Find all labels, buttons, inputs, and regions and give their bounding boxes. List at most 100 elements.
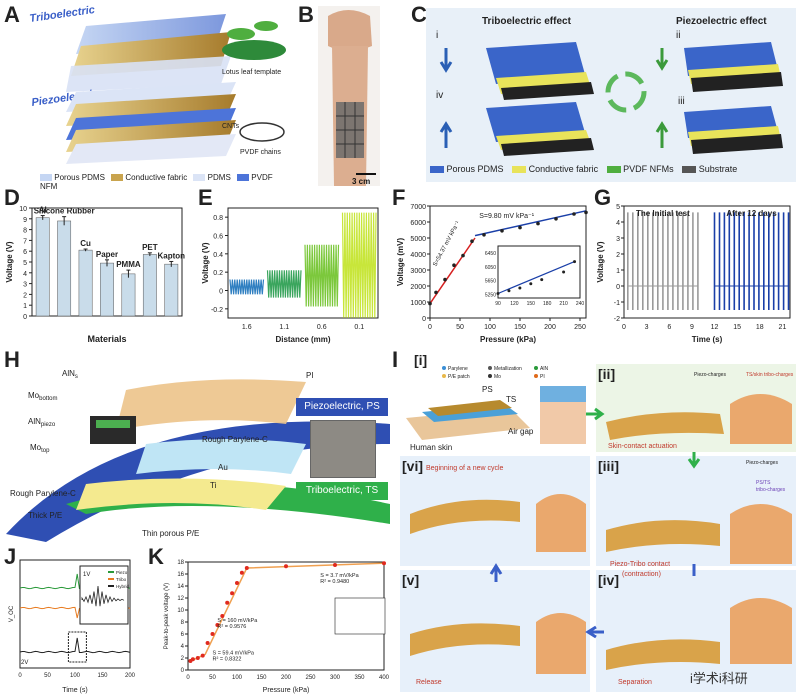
- d-bar-label: Silicone Rubber: [34, 207, 95, 216]
- c-piezo-title: Piezoelectric effect: [676, 16, 767, 27]
- h-yellow-layers: [76, 478, 286, 510]
- f-inset-ytick: 6050: [485, 265, 496, 271]
- f-inset-point: [518, 286, 522, 290]
- h-tribo-ts-box: Triboelectric, TS: [296, 482, 388, 500]
- panel-c-illustration: Triboelectric effect Piezoelectric effec…: [436, 16, 783, 156]
- k-ytick-label: 6: [181, 632, 185, 638]
- a-legend-1: Conductive fabric: [125, 173, 188, 182]
- k-r1: R² = 0.8322: [213, 656, 242, 662]
- f-inset-ytick: 5250: [485, 293, 496, 299]
- h-label-4: PI: [306, 371, 314, 380]
- i-step4-device: [606, 639, 720, 670]
- j-xtick-label: 50: [44, 673, 51, 679]
- k-point: [205, 641, 210, 645]
- k-xtick-label: 100: [232, 675, 243, 681]
- c-stack-ii: [684, 42, 783, 92]
- k-point: [284, 564, 288, 569]
- k-xtick-label: 250: [305, 675, 316, 681]
- g-ytick-label: -2: [614, 316, 620, 323]
- c-arrow-down-i: [439, 48, 453, 73]
- i-legend-1: Metallization: [494, 366, 522, 372]
- g-ytick-label: 5: [616, 204, 620, 211]
- f-ytick-label: 0: [422, 316, 426, 323]
- g-ytick-label: -1: [614, 300, 620, 307]
- f-inset-xtick: 120: [510, 301, 519, 307]
- k-xtick-label: 400: [379, 675, 390, 681]
- i-step-label-3: [iii]: [598, 458, 619, 474]
- e-ylabel: Voltage (V): [201, 242, 210, 284]
- f-ytick-label: 2000: [410, 284, 426, 291]
- f-annot-2: S=9.80 mV kPa⁻¹: [479, 213, 535, 220]
- i-ts-label: TS: [506, 395, 516, 404]
- k-ytick-label: 18: [177, 560, 184, 566]
- f-inset-point: [540, 278, 544, 282]
- f-point: [461, 253, 465, 258]
- f-inset-xtick: 150: [527, 301, 536, 307]
- e-series-line: [341, 212, 377, 318]
- j-trace: [19, 637, 131, 654]
- d-ytick-label: 5: [23, 260, 27, 267]
- d-ytick-label: 7: [23, 238, 27, 245]
- g-ylabel: Voltage (V): [596, 241, 605, 283]
- i-ps-ts-label: PS/TS: [756, 480, 771, 486]
- panel-letter-G: G: [594, 185, 612, 210]
- k-inset-frame: [334, 597, 386, 635]
- i-step4-arc: [730, 598, 792, 664]
- g-series-spikes: [627, 212, 699, 310]
- f-point: [518, 225, 522, 230]
- i-step6-arc: [536, 494, 586, 552]
- g-xtick-label: 3: [645, 324, 649, 331]
- f-inset-fit: [497, 261, 575, 295]
- j-inset-frame: [79, 565, 129, 625]
- k-point: [239, 570, 244, 575]
- i-contraction-label: (contraction): [622, 571, 661, 578]
- i-step-label-4: [iv]: [598, 572, 619, 588]
- a-legend-2: PDMS: [207, 173, 231, 182]
- i-step-label-2: [ii]: [598, 366, 616, 382]
- i-arrow-up: [489, 563, 503, 582]
- j-legend-label: Tribo: [116, 577, 127, 582]
- d-bar: [121, 273, 136, 317]
- j-inset-scale: 1V: [83, 572, 90, 578]
- d-bar-label: Kapton: [158, 251, 186, 260]
- i-step-label-1: [i]: [414, 352, 428, 368]
- panel-letter-I: I: [392, 347, 399, 372]
- panel-i-illustration: Parylene Metallization AlN P/E patch Mo …: [406, 366, 794, 686]
- i-step-label-6: [vi]: [402, 458, 423, 474]
- watermark: i学术i科研: [690, 671, 748, 686]
- f-point: [452, 263, 456, 267]
- a-legend: Porous PDMS Conductive fabric PDMS PVDF …: [40, 173, 290, 191]
- h-label-0: AlNs: [62, 369, 78, 380]
- e-ytick-label: 0.4: [213, 252, 223, 259]
- b-scale-label: 3 cm: [352, 177, 370, 186]
- e-ytick-label: 0: [219, 289, 223, 296]
- f-point: [554, 217, 558, 221]
- h-label-6: Au: [218, 463, 228, 472]
- g-xtick-label: 12: [711, 324, 719, 331]
- a-piezo-bottom-layer: [66, 134, 236, 164]
- f-ytick-label: 5000: [410, 236, 426, 243]
- i-step5-device: [410, 623, 520, 656]
- f-point: [482, 233, 486, 237]
- e-xtick-label: 0.1: [354, 324, 364, 331]
- i-step-label-5: [v]: [402, 572, 420, 588]
- k-xtick-label: 200: [281, 675, 292, 681]
- g-xtick-label: 18: [756, 324, 764, 331]
- d-bar: [78, 249, 93, 317]
- e-series-line: [266, 270, 302, 298]
- j-xtick-label: 100: [70, 673, 81, 679]
- d-ytick-label: 4: [23, 271, 27, 278]
- g-ytick-label: 0: [616, 284, 620, 291]
- k-point: [220, 614, 225, 618]
- h-label-10: Thin porous P/E: [142, 529, 199, 538]
- f-point: [434, 290, 438, 295]
- c-legend-2: PVDF NFMs: [623, 164, 674, 174]
- i-legend-0: Parylene: [448, 366, 468, 372]
- f-point: [536, 221, 540, 226]
- panel-letter-C: C: [411, 2, 427, 27]
- e-plot-frame: [227, 207, 379, 319]
- f-xtick-label: 250: [574, 324, 586, 331]
- k-point: [235, 581, 239, 585]
